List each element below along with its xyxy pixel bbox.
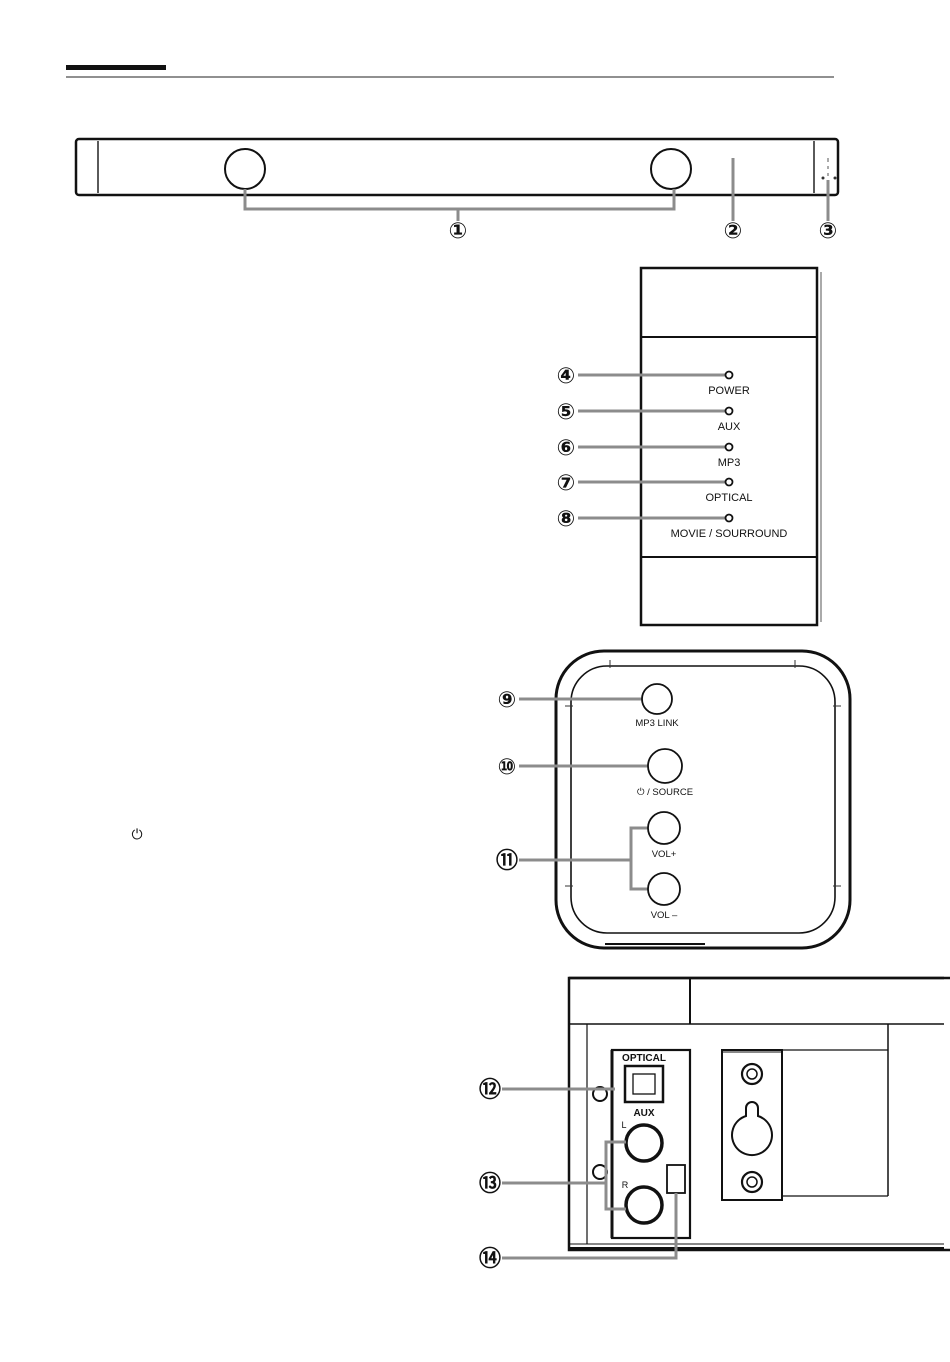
callout-12: ⑫	[479, 1077, 501, 1103]
callout-8: ⑧	[557, 507, 576, 532]
volume-up-button[interactable]	[648, 812, 680, 844]
callout-9: ⑨	[498, 688, 517, 713]
callout-10: ⑩	[498, 755, 517, 780]
standby-symbol: ⏻	[131, 826, 142, 842]
callout-1: ①	[449, 219, 468, 244]
wall-mount-bracket	[722, 1024, 888, 1200]
power-source-button[interactable]	[648, 749, 682, 783]
power-led	[726, 372, 733, 379]
optical-port-label: OPTICAL	[622, 1053, 666, 1064]
aux-port-label: AUX	[633, 1108, 654, 1119]
mp3-link-label: MP3 LINK	[635, 718, 679, 729]
rear-panel: OPTICAL AUX L R ⑫ ⑬ ⑭	[479, 978, 950, 1272]
power-source-label: ⏻ / SOURCE	[637, 787, 693, 798]
usb-port[interactable]	[667, 1165, 685, 1193]
aux-left-label: L	[621, 1120, 626, 1130]
optical-led	[726, 479, 733, 486]
callout-2: ②	[724, 219, 743, 244]
movie-surround-led	[726, 515, 733, 522]
aux-right-label: R	[622, 1180, 629, 1190]
callout-3: ③	[819, 219, 838, 244]
callout-6: ⑥	[557, 436, 576, 461]
movie-surround-led-label: MOVIE / SOURROUND	[671, 528, 788, 540]
mp3-led-label: MP3	[718, 457, 741, 469]
optical-led-label: OPTICAL	[705, 492, 752, 504]
optical-port[interactable]	[625, 1066, 663, 1102]
volume-down-button[interactable]	[648, 873, 680, 905]
aux-led-label: AUX	[718, 421, 741, 433]
callout-13: ⑬	[479, 1171, 501, 1197]
front-speaker-right	[651, 149, 691, 189]
volume-up-label: VOL+	[652, 849, 677, 860]
callout-11: ⑪	[496, 848, 518, 874]
aux-left-jack[interactable]	[626, 1125, 662, 1161]
mp3-link-button[interactable]	[642, 684, 672, 714]
top-control-panel: MP3 LINK ⑨ ⏻ / SOURCE ⑩ VOL+ VOL – ⑪	[496, 651, 850, 948]
power-led-label: POWER	[708, 385, 750, 397]
aux-right-jack[interactable]	[626, 1187, 662, 1223]
callout-4: ④	[557, 364, 576, 389]
front-view: ① ② ③	[76, 139, 838, 244]
callout-5: ⑤	[557, 400, 576, 425]
indicator-panel: POWER ④ AUX ⑤ MP3 ⑥ OPTICAL ⑦ MOVIE / SO…	[557, 268, 821, 625]
callout-14: ⑭	[479, 1246, 501, 1272]
volume-down-label: VOL –	[651, 910, 678, 921]
aux-led	[726, 408, 733, 415]
front-speaker-left	[225, 149, 265, 189]
callout-7: ⑦	[557, 471, 576, 496]
mp3-led	[726, 444, 733, 451]
header-rule	[66, 65, 834, 77]
